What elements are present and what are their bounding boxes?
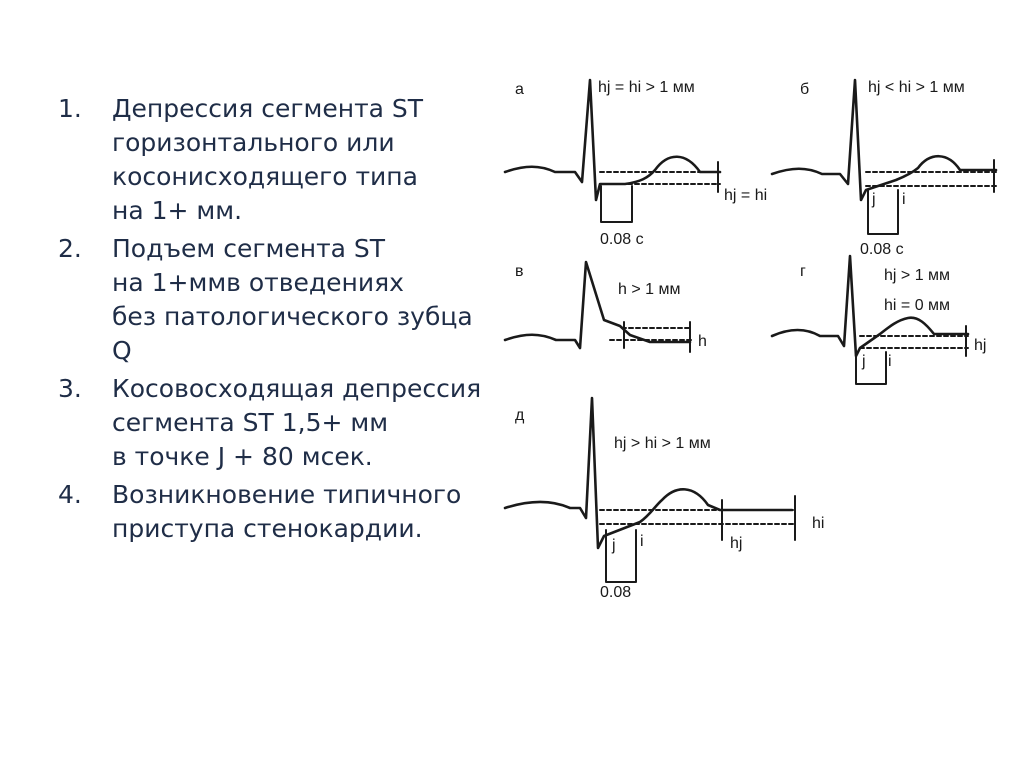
item-text-line: на 1+ммв отведениях	[112, 268, 404, 297]
item-text-line: приступа стенокардии.	[112, 514, 423, 543]
ecg-panel-b	[770, 78, 998, 235]
j-label: j	[611, 537, 616, 554]
ecg-trace	[503, 260, 692, 350]
ecg-trace	[503, 78, 722, 202]
panel-letter: в	[515, 263, 524, 280]
list-item: 2. Подъем сегмента ST на 1+ммв отведения…	[58, 232, 528, 368]
panel-caption: h > 1 мм	[618, 281, 680, 298]
i-label: i	[902, 191, 906, 208]
ecg-trace	[770, 78, 998, 202]
list-item: 3. Косовосходящая депрессия сегмента ST …	[58, 372, 528, 474]
time-label: 0.08	[600, 584, 631, 600]
measure-label: hj	[974, 337, 986, 354]
item-text-line: на 1+ мм.	[112, 196, 243, 225]
panel-caption: hj > 1 мм	[884, 267, 950, 284]
panel-caption: hj > hi > 1 мм	[614, 435, 711, 452]
list-item: 1. Депрессия сегмента ST горизонтального…	[58, 92, 528, 228]
list-item: 4. Возникновение типичного приступа стен…	[58, 478, 528, 546]
ecg-trace	[503, 396, 794, 550]
criteria-list: 1. Депрессия сегмента ST горизонтального…	[58, 92, 528, 550]
ecg-panel-g	[770, 254, 970, 385]
time-label: 0.08 с	[600, 231, 644, 248]
item-number: 1.	[58, 94, 82, 123]
item-text-line: Депрессия сегмента ST	[112, 94, 424, 123]
item-text-line: Q	[112, 336, 132, 365]
time-label: 0.08 с	[860, 241, 904, 258]
item-text-line: горизонтального или	[112, 128, 395, 157]
item-number: 4.	[58, 480, 82, 509]
interval-bracket	[855, 351, 887, 385]
interval-bracket	[605, 529, 637, 583]
panel-letter: г	[800, 263, 806, 280]
interval-bracket	[600, 185, 633, 223]
i-label: i	[888, 353, 892, 370]
item-text-line: Косовосходящая депрессия	[112, 374, 482, 403]
measure-label: h	[698, 333, 707, 350]
measure-label: hj = hi	[724, 187, 767, 204]
panel-letter: д	[515, 407, 525, 424]
ecg-panel-v	[503, 260, 693, 353]
item-text-line: сегмента ST 1,5+ мм	[112, 408, 389, 437]
ecg-panel-d	[503, 396, 796, 583]
panel-letter: а	[515, 81, 524, 98]
j-label: j	[871, 191, 876, 208]
item-text-line: косонисходящего типа	[112, 162, 418, 191]
item-text-line: Возникновение типичного	[112, 480, 462, 509]
item-text-line: в точке J + 80 мсек.	[112, 442, 373, 471]
panel-caption: hj < hi > 1 мм	[868, 79, 965, 96]
hj-label: hj	[730, 535, 742, 552]
item-text-line: Подъем сегмента ST	[112, 234, 386, 263]
panel-letter: б	[800, 81, 809, 98]
panel-caption: hi = 0 мм	[884, 297, 950, 314]
ecg-panel-a	[503, 78, 722, 223]
j-label: j	[861, 353, 866, 370]
interval-bracket	[867, 189, 899, 235]
item-number: 3.	[58, 374, 82, 403]
i-label: i	[640, 533, 644, 550]
ecg-st-segment-figure: а hj = hi > 1 мм hj = hi 0.08 с б hj < h…	[503, 78, 998, 600]
ecg-trace	[770, 254, 970, 358]
item-number: 2.	[58, 234, 82, 263]
hi-label: hi	[812, 515, 824, 532]
item-text-line: без патологического зубца	[112, 302, 473, 331]
panel-caption: hj = hi > 1 мм	[598, 79, 695, 96]
